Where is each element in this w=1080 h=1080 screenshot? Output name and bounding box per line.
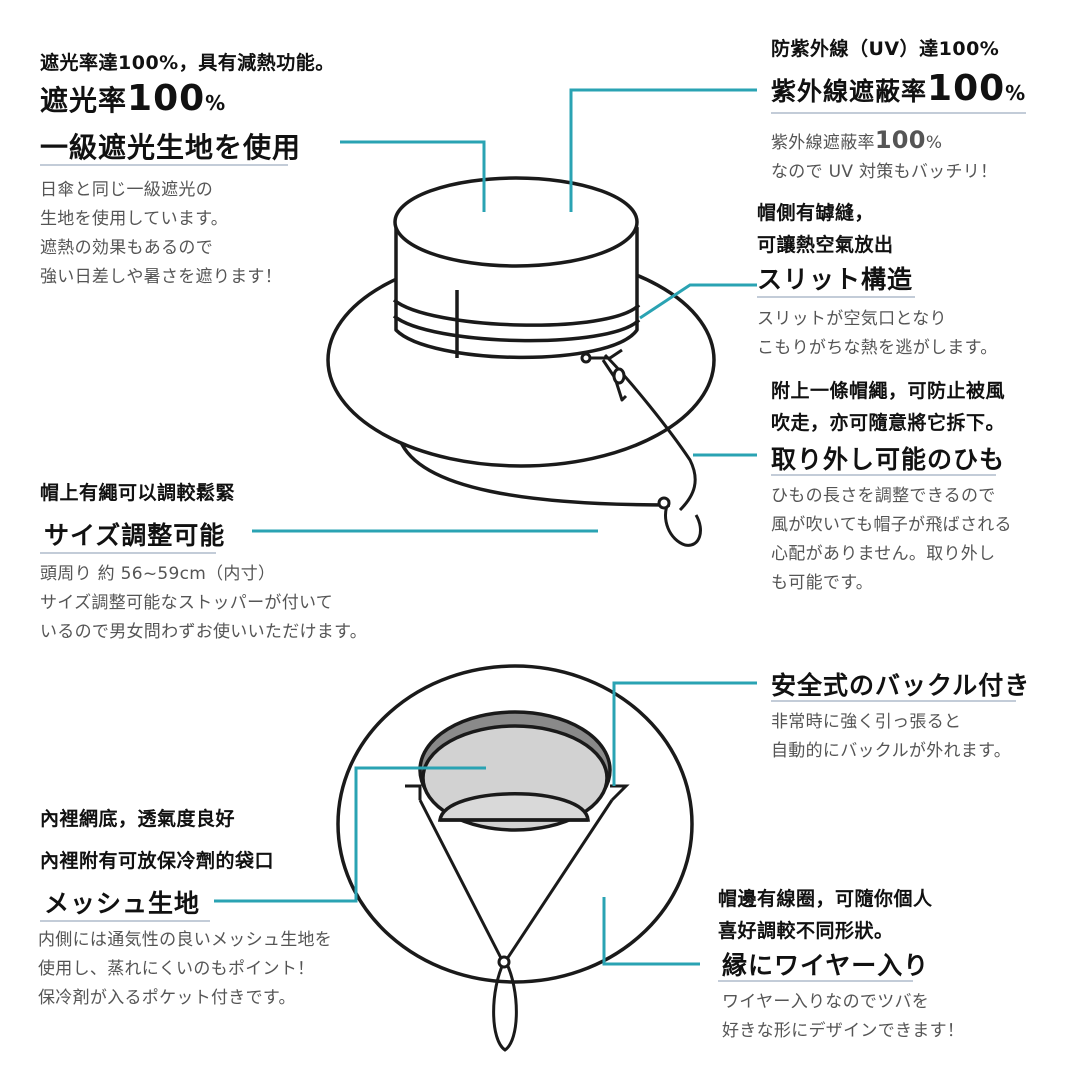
cord-desc-line-4: も可能です。 xyxy=(771,573,874,593)
uv-underline xyxy=(771,112,1026,114)
shading-heading-prefix: 遮光率 xyxy=(40,84,128,117)
shading-desc-line-2: 生地を使用しています。 xyxy=(40,209,229,229)
buckle-desc-line-1: 非常時に強く引っ張ると xyxy=(771,712,962,732)
mesh-desc-line-3: 保冷剤が入るポケット付きです。 xyxy=(38,988,296,1008)
hat-under-stopper xyxy=(497,955,511,969)
uv-desc-number: 100 xyxy=(874,126,926,154)
hat-buckle-ring xyxy=(580,352,592,364)
buckle-description: 非常時に強く引っ張ると 自動的にバックルが外れます。 xyxy=(771,708,1011,766)
callout-line-buckle xyxy=(612,681,757,786)
uv-desc-suffix: % xyxy=(925,133,943,153)
slit-chinese-line-1: 帽側有罅縫， xyxy=(757,202,875,224)
uv-desc-line-2: なので UV 対策もバッチリ！ xyxy=(771,162,998,182)
shading-underline xyxy=(40,164,288,166)
mesh-desc-line-1: 内側には通気性の良いメッシュ生地を xyxy=(38,930,333,950)
mesh-desc-line-2: 使用し、蒸れにくいのもポイント！ xyxy=(38,959,315,979)
size-description: 頭周り 約 56~59cm（内寸） サイズ調整可能なストッパーが付いて いるので… xyxy=(40,560,367,647)
cord-underline xyxy=(771,474,996,476)
shading-heading-suffix: % xyxy=(205,91,227,115)
mesh-chinese-line-1: 內裡網底，透氣度良好 xyxy=(40,808,236,830)
hat-cord-back xyxy=(398,439,671,507)
shading-description: 日傘と同じ一級遮光の 生地を使用しています。 遮熱の効果もあるので 強い日差しや… xyxy=(40,176,282,292)
bucket-hat-side-view xyxy=(326,176,716,547)
hat-crown-top xyxy=(393,176,639,268)
size-desc-line-3: いるので男女問わずお使いいただけます。 xyxy=(40,622,367,642)
cord-heading: 取り外し可能のひも xyxy=(771,445,1006,474)
uv-description: 紫外線遮蔽率100% なので UV 対策もバッチリ！ xyxy=(771,126,997,187)
slit-chinese-line-2: 可讓熱空氣放出 xyxy=(757,234,894,256)
hat-cord-front xyxy=(603,353,697,512)
buckle-heading: 安全式のバックル付き xyxy=(771,671,1031,700)
size-chinese-caption: 帽上有繩可以調較鬆緊 xyxy=(40,482,236,504)
uv-desc-prefix: 紫外線遮蔽率 xyxy=(771,133,875,153)
hat-under-cord-loop xyxy=(492,961,518,1052)
hat-under-pocket xyxy=(437,792,590,822)
hat-band-ring-1 xyxy=(392,298,641,327)
uv-chinese-caption: 防紫外線（UV）達100% xyxy=(771,38,1000,60)
size-heading: サイズ調整可能 xyxy=(44,521,226,550)
buckle-desc-line-2: 自動的にバックルが外れます。 xyxy=(771,741,1011,761)
shading-chinese-caption: 遮光率達100%，具有減熱功能。 xyxy=(40,52,335,74)
cord-desc-line-3: 心配がありません。取り外し xyxy=(771,544,996,564)
shading-heading: 遮光率100% xyxy=(40,78,226,119)
wire-desc-line-2: 好きな形にデザインできます！ xyxy=(722,1021,965,1041)
wire-description: ワイヤー入りなのでツバを 好きな形にデザインできます！ xyxy=(722,988,964,1046)
slit-desc-line-2: こもりがちな熱を逃がします。 xyxy=(757,338,998,358)
uv-heading-number: 100 xyxy=(927,68,1006,109)
shading-heading-number: 100 xyxy=(127,78,206,119)
uv-heading-suffix: % xyxy=(1005,81,1027,105)
hat-strap-loop xyxy=(612,367,626,385)
mesh-description: 内側には通気性の良いメッシュ生地を 使用し、蒸れにくいのもポイント！ 保冷剤が入… xyxy=(38,926,332,1013)
buckle-underline xyxy=(771,700,1016,702)
shading-heading-line2: 一級遮光生地を使用 xyxy=(40,131,302,164)
slit-heading: スリット構造 xyxy=(757,265,914,294)
hat-band-ring-2 xyxy=(392,314,641,343)
size-desc-line-2: サイズ調整可能なストッパーが付いて xyxy=(40,593,334,613)
mesh-underline xyxy=(40,920,210,922)
cord-chinese-line-1: 附上一條帽繩，可防止被風 xyxy=(771,380,1006,402)
cord-description: ひもの長さを調整できるので 風が吹いても帽子が飛ばされる 心配がありません。取り… xyxy=(771,482,1012,598)
uv-heading-prefix: 紫外線遮蔽率 xyxy=(771,77,928,106)
hat-stopper xyxy=(657,496,671,510)
wire-chinese-line-2: 喜好調較不同形狀。 xyxy=(718,920,894,942)
bucket-hat-under-view xyxy=(336,664,694,1052)
callout-line-shading xyxy=(340,140,486,212)
wire-heading: 縁にワイヤー入り xyxy=(722,951,930,980)
callout-line-mesh xyxy=(214,766,486,903)
uv-desc-line-1: 紫外線遮蔽率100% xyxy=(771,126,997,158)
size-desc-line-1: 頭周り 約 56~59cm（内寸） xyxy=(40,564,276,584)
slit-underline xyxy=(757,296,915,298)
uv-heading: 紫外線遮蔽率100% xyxy=(771,68,1026,109)
hat-cord-end xyxy=(664,499,702,547)
shading-desc-line-3: 遮熱の効果もあるので xyxy=(40,238,213,258)
callout-line-slit xyxy=(639,283,757,320)
wire-desc-line-1: ワイヤー入りなのでツバを xyxy=(722,992,930,1012)
hat-buckle xyxy=(585,348,623,360)
cord-desc-line-2: 風が吹いても帽子が飛ばされる xyxy=(771,515,1012,535)
wire-underline xyxy=(718,980,913,982)
callout-lines xyxy=(214,88,757,966)
mesh-heading: メッシュ生地 xyxy=(44,889,201,918)
hat-strap-drop xyxy=(601,359,628,402)
callout-line-wire xyxy=(602,897,700,966)
hat-under-strap-right xyxy=(503,799,614,963)
callout-line-uv xyxy=(569,88,757,212)
size-underline xyxy=(40,552,216,554)
shading-desc-line-4: 強い日差しや暑さを遮ります！ xyxy=(40,267,283,287)
cord-desc-line-1: ひもの長さを調整できるので xyxy=(771,486,996,506)
hat-under-buckle-left xyxy=(405,784,422,800)
shading-desc-line-1: 日傘と同じ一級遮光の xyxy=(40,180,213,200)
mesh-chinese-line-2: 內裡附有可放保冷劑的袋口 xyxy=(40,850,275,872)
cord-chinese-line-2: 吹走，亦可隨意將它拆下。 xyxy=(771,412,1006,434)
hat-under-strap-left xyxy=(418,799,505,963)
wire-chinese-line-1: 帽邊有線圈，可隨你個人 xyxy=(718,888,933,910)
slit-desc-line-1: スリットが空気口となり xyxy=(757,309,947,329)
slit-description: スリットが空気口となり こもりがちな熱を逃がします。 xyxy=(757,305,998,363)
